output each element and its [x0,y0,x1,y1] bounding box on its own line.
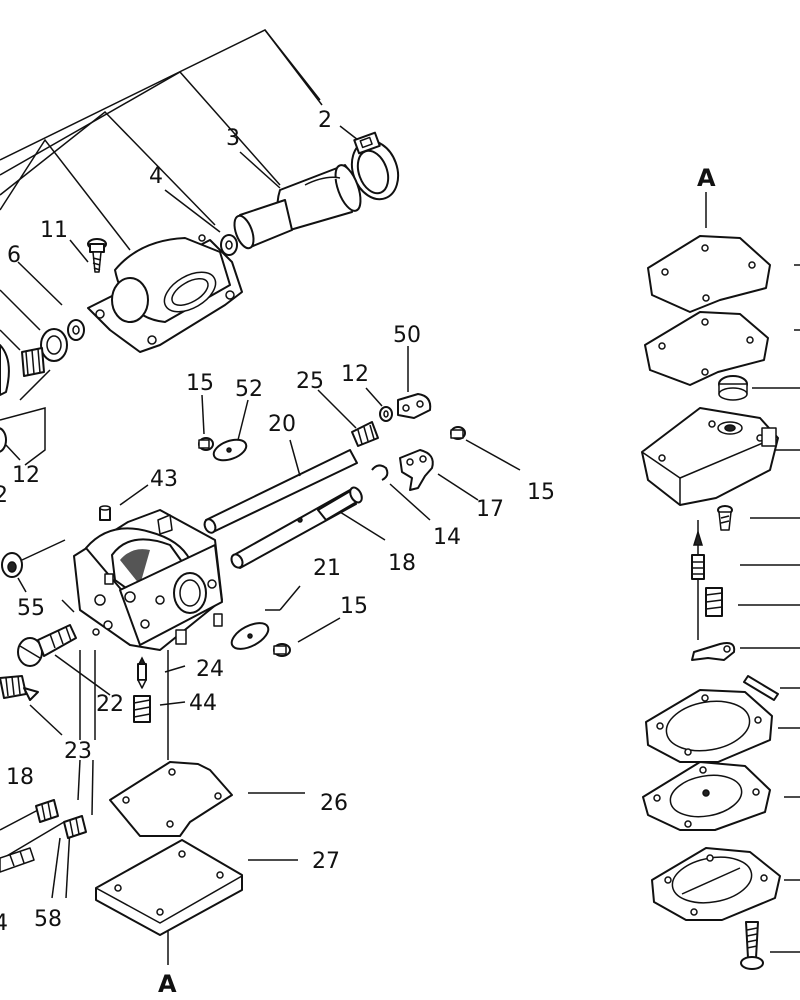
part-25-spring [317,389,379,447]
spring-right [705,587,723,617]
callout-55: 55 [17,596,45,621]
part-14-eclip [371,464,431,521]
left-edge-parts [0,427,66,593]
part-11-screw [87,238,107,273]
part-18-shaft [230,486,386,569]
diaphragm-right [642,761,771,831]
callout-21: 21 [313,556,341,581]
leader-lines-top [0,29,359,466]
leader-lines-body [0,585,341,965]
callout-4: 4 [149,164,163,189]
callout-2-left: 2 [0,483,8,508]
callout-27: 27 [312,849,340,874]
part-15-screw-right [450,426,521,471]
callout-23: 23 [64,739,92,764]
part-43-pin [99,484,149,521]
callout-labels: 2 3 4 11 6 50 15 52 25 12 20 12 15 17 43… [0,108,716,998]
part-12-washer-top [365,387,393,422]
part-24-pin [137,656,147,689]
upper-housing [87,234,243,353]
part-3-tube [233,164,362,250]
callout-17: 17 [476,497,504,522]
lever-right [691,642,736,661]
part-22-idle-screw [17,624,77,667]
callout-25: 25 [296,369,324,394]
callout-43: 43 [150,467,178,492]
part-52-disc [212,399,249,462]
callout-15-top: 15 [186,371,214,396]
part-15-screw-lower [273,643,291,657]
callout-4-left: 4 [0,911,8,936]
callout-3: 3 [226,126,240,151]
callout-11: 11 [40,218,68,243]
part-2-clamp [350,131,400,201]
screw-right [717,505,733,531]
pump-body-right [641,407,779,506]
part-4-washer [220,234,238,256]
right-view-leader-lines [697,192,800,953]
callout-15-lower: 15 [340,594,368,619]
gasket-second-right [644,311,769,386]
part-50-bracket [397,346,432,419]
part-44-spring [133,695,151,723]
part-21-disc [230,622,270,650]
needle-valve-right [691,529,705,580]
callout-14: 14 [433,525,461,550]
cap-plug-right [718,375,748,401]
callout-50: 50 [393,323,421,348]
pin-right [743,675,779,701]
callout-A-right: A [697,164,716,192]
callout-22: 22 [96,692,124,717]
callout-12-left: 12 [12,463,40,488]
carburetor-body [73,509,223,651]
part-6-washers [0,319,85,396]
callout-15-right: 15 [527,480,555,505]
callout-A-bottom: A [158,970,177,998]
part-26-gasket [109,761,233,837]
part-23-spring [0,675,39,701]
part-20-shaft [203,439,358,534]
callout-2: 2 [318,108,332,133]
gasket-ring-right [645,689,773,763]
part-27-plate [95,839,243,936]
callout-18-left: 18 [6,765,34,790]
bolt-right [740,921,764,970]
callout-24: 24 [196,657,224,682]
part-58-springs [0,799,87,873]
callout-12-top: 12 [341,362,369,387]
part-17-lever [399,449,479,501]
gasket-upper-right [647,235,771,313]
callout-58: 58 [34,907,62,932]
callout-18-right: 18 [388,551,416,576]
callout-6: 6 [7,243,21,268]
callout-44: 44 [189,691,217,716]
callout-20: 20 [268,412,296,437]
part-15-screw-top [198,394,214,451]
callout-26: 26 [320,791,348,816]
callout-52: 52 [235,377,263,402]
cover-plate-right [651,847,781,921]
